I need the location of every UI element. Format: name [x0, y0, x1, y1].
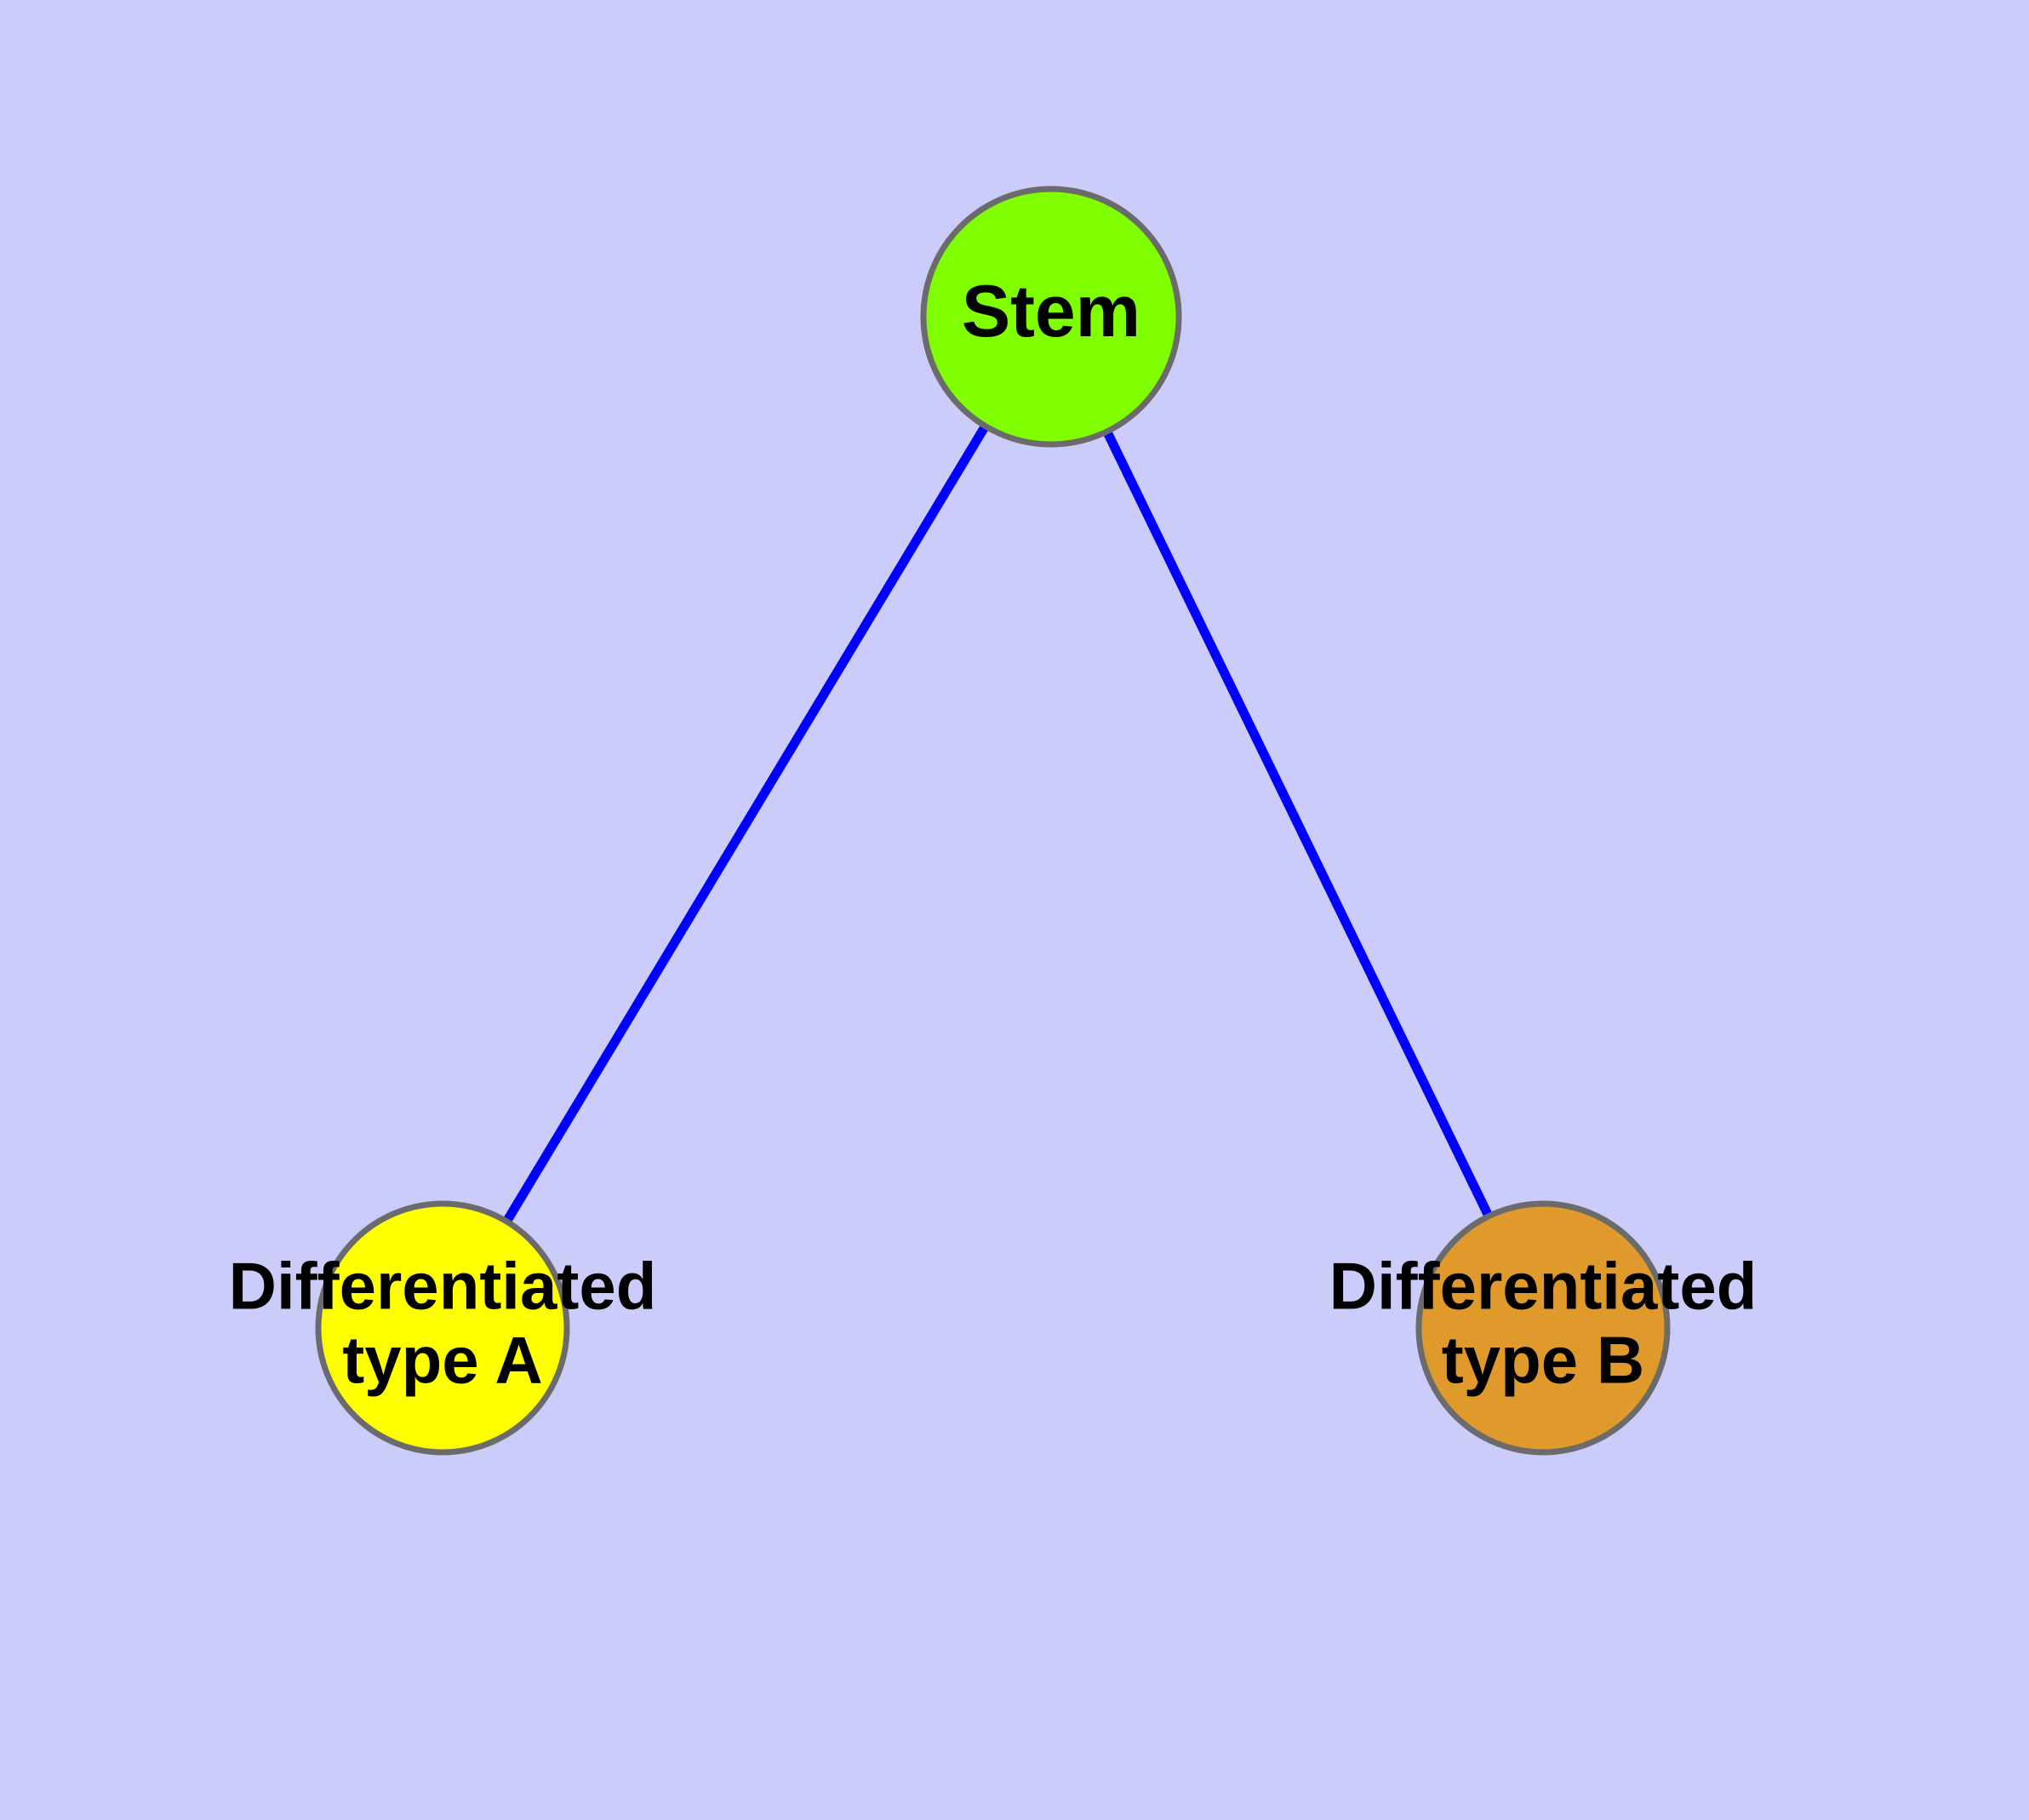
edge-stem-to-diff-b[interactable] — [1095, 412, 1501, 1235]
node-stem-label: Stem — [962, 271, 1140, 352]
node-diff-a[interactable] — [315, 1200, 570, 1456]
edge-layer — [493, 407, 1501, 1240]
node-stem-circle[interactable] — [920, 186, 1182, 448]
node-stem-label-line: Stem — [962, 271, 1140, 352]
node-diff-b-label-line: Differentiated — [1329, 1248, 1758, 1323]
node-diff-b-circle[interactable] — [1415, 1200, 1671, 1456]
node-stem[interactable] — [920, 186, 1182, 448]
node-diff-a-circle[interactable] — [315, 1200, 570, 1456]
node-layer — [315, 186, 1671, 1456]
edge-stem-to-diff-a[interactable] — [493, 407, 999, 1240]
node-diff-b[interactable] — [1415, 1200, 1671, 1456]
node-diff-a-label-line: Differentiated — [229, 1248, 657, 1323]
node-diff-a-label-line: type A — [342, 1322, 543, 1397]
node-diff-b-label-line: type B — [1442, 1322, 1644, 1397]
